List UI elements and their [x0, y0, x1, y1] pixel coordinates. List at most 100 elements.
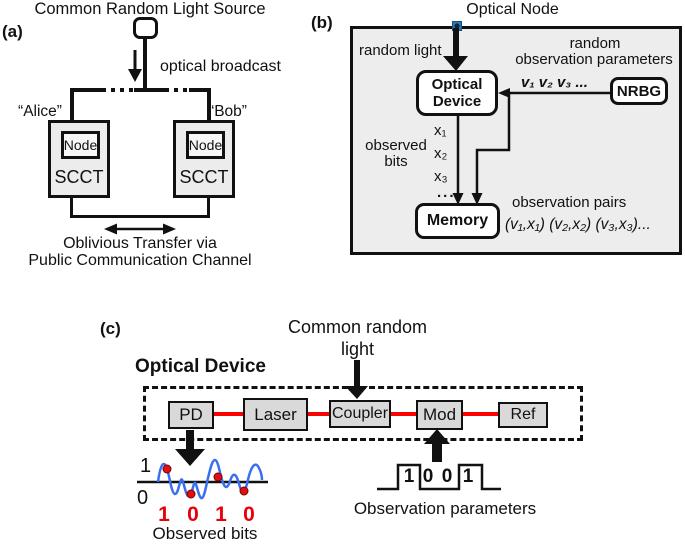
observation-pairs-values: (v₁,x₁) (v₂,x₂) (v₃,x₃)... — [505, 216, 651, 233]
panel-b-label: (b) — [311, 13, 333, 32]
common-light-arrow-icon — [345, 360, 368, 399]
arrow-path — [475, 94, 511, 194]
fiber-link — [391, 412, 416, 416]
thick-up-arrow — [424, 429, 450, 462]
x3-label: x₃ — [434, 168, 448, 185]
observed-bits-caption: Observed bits — [152, 524, 258, 543]
params-to-memory-arrow — [471, 94, 511, 205]
bus-drop-left — [70, 88, 74, 122]
observed-bit: 1 — [215, 503, 227, 526]
x2-label: x₂ — [434, 145, 448, 162]
common-light-line1: Common random — [287, 317, 428, 337]
observation-pairs-label: observation pairs — [512, 194, 627, 211]
bob-node-box: Node — [186, 131, 225, 159]
pulse-bit: 1 — [403, 466, 415, 487]
channel-bottom-line — [70, 215, 210, 218]
observed-bits-label-line2: bits — [384, 153, 408, 170]
common-light-line2: light — [340, 339, 375, 359]
sample-dot — [213, 472, 223, 482]
alice-node-box: Node — [61, 131, 100, 159]
optical-device-box: Optical Device — [416, 70, 498, 116]
sample-dot — [162, 464, 172, 474]
v-sequence-label: v₁ v₂ v₃ ... — [521, 74, 588, 91]
wave-level-zero: 0 — [137, 487, 149, 509]
obs-params-label-line1: random — [569, 35, 621, 52]
observed-bit: 0 — [243, 503, 255, 526]
alice-scct-label: SCCT — [54, 167, 104, 187]
broadcast-down-arrow-icon — [128, 50, 142, 82]
panel-c-label: (c) — [100, 319, 121, 338]
arrow-head — [452, 193, 464, 205]
pd-label: PD — [179, 405, 203, 424]
pd-output-arrow-icon — [175, 430, 205, 466]
optical-device-line1: Optical — [431, 76, 483, 93]
nrbg-box: NRBG — [610, 77, 668, 105]
panel-a-label: (a) — [2, 22, 23, 41]
light-source-box — [133, 17, 158, 39]
pulse-bit: 0 — [441, 466, 453, 487]
ot-caption-line1: Oblivious Transfer via — [63, 235, 217, 252]
observed-bit: 1 — [158, 503, 170, 526]
component-pd: PD — [168, 401, 214, 429]
optical-device-title: Optical Device — [135, 356, 266, 377]
alice-label: “Alice” — [18, 103, 62, 120]
random-wave-plot — [137, 458, 268, 500]
source-drop-line — [143, 39, 147, 89]
pulse-trace — [377, 463, 501, 491]
mod-label: Mod — [422, 405, 457, 424]
optical-device-dashed-box — [143, 386, 583, 441]
pulse-bit: 1 — [462, 466, 474, 487]
bob-scct-label: SCCT — [179, 167, 229, 187]
nrbg-label: NRBG — [616, 82, 662, 100]
bus-dotted-segment — [165, 88, 189, 92]
bus-segment — [70, 88, 102, 92]
random-light-arrow-icon — [443, 28, 468, 71]
memory-label: Memory — [426, 212, 489, 229]
alice-node-label: Node — [63, 137, 98, 153]
pulse-train-plot — [377, 463, 501, 491]
nrbg-to-device-arrow — [498, 88, 610, 98]
optical-broadcast-label: optical broadcast — [160, 58, 281, 75]
component-coupler: Coupler — [329, 400, 391, 428]
bob-label: “Bob” — [209, 103, 247, 120]
fiber-link — [308, 412, 329, 416]
alice-scct-box: Node SCCT — [48, 120, 110, 198]
optical-node-box — [350, 26, 682, 255]
fiber-link — [214, 412, 243, 416]
arrow-head-right — [163, 223, 176, 235]
arrow-head-left — [104, 223, 117, 235]
observed-bits-label-line1: observed — [365, 137, 427, 154]
observation-params-caption: Observation parameters — [353, 499, 537, 518]
panel-a-title: Common Random Light Source — [34, 0, 266, 18]
arrow-head — [128, 69, 142, 82]
thick-down-arrow — [175, 430, 205, 466]
bus-drop-right — [207, 88, 211, 122]
ot-caption-line2: Public Communication Channel — [28, 252, 252, 269]
observed-bit: 0 — [187, 503, 199, 526]
bus-segment — [134, 88, 165, 92]
x-ellipsis: ... — [437, 184, 456, 201]
device-to-memory-arrow — [452, 116, 464, 205]
channel-left-line — [70, 198, 73, 218]
arrow-head — [498, 88, 510, 98]
coupler-label: Coupler — [331, 405, 389, 422]
random-light-label: random light — [359, 42, 442, 59]
x1-label: x₁ — [434, 122, 447, 139]
component-laser: Laser — [243, 398, 308, 431]
sample-dot — [186, 489, 196, 499]
fiber-link — [463, 412, 498, 416]
channel-right-line — [207, 198, 210, 218]
component-mod: Mod — [416, 400, 463, 430]
bus-dotted-segment — [102, 88, 134, 92]
optical-device-line2: Device — [432, 93, 482, 110]
double-arrow-icon — [104, 223, 176, 235]
memory-box: Memory — [415, 203, 500, 239]
ref-label: Ref — [510, 406, 536, 423]
thick-down-arrow — [345, 360, 368, 399]
arrow-head — [471, 193, 483, 205]
wave-level-one: 1 — [140, 455, 152, 477]
obs-params-label-line2: observation parameters — [515, 51, 673, 68]
random-light-wave — [156, 458, 264, 500]
component-ref: Ref — [498, 402, 548, 428]
